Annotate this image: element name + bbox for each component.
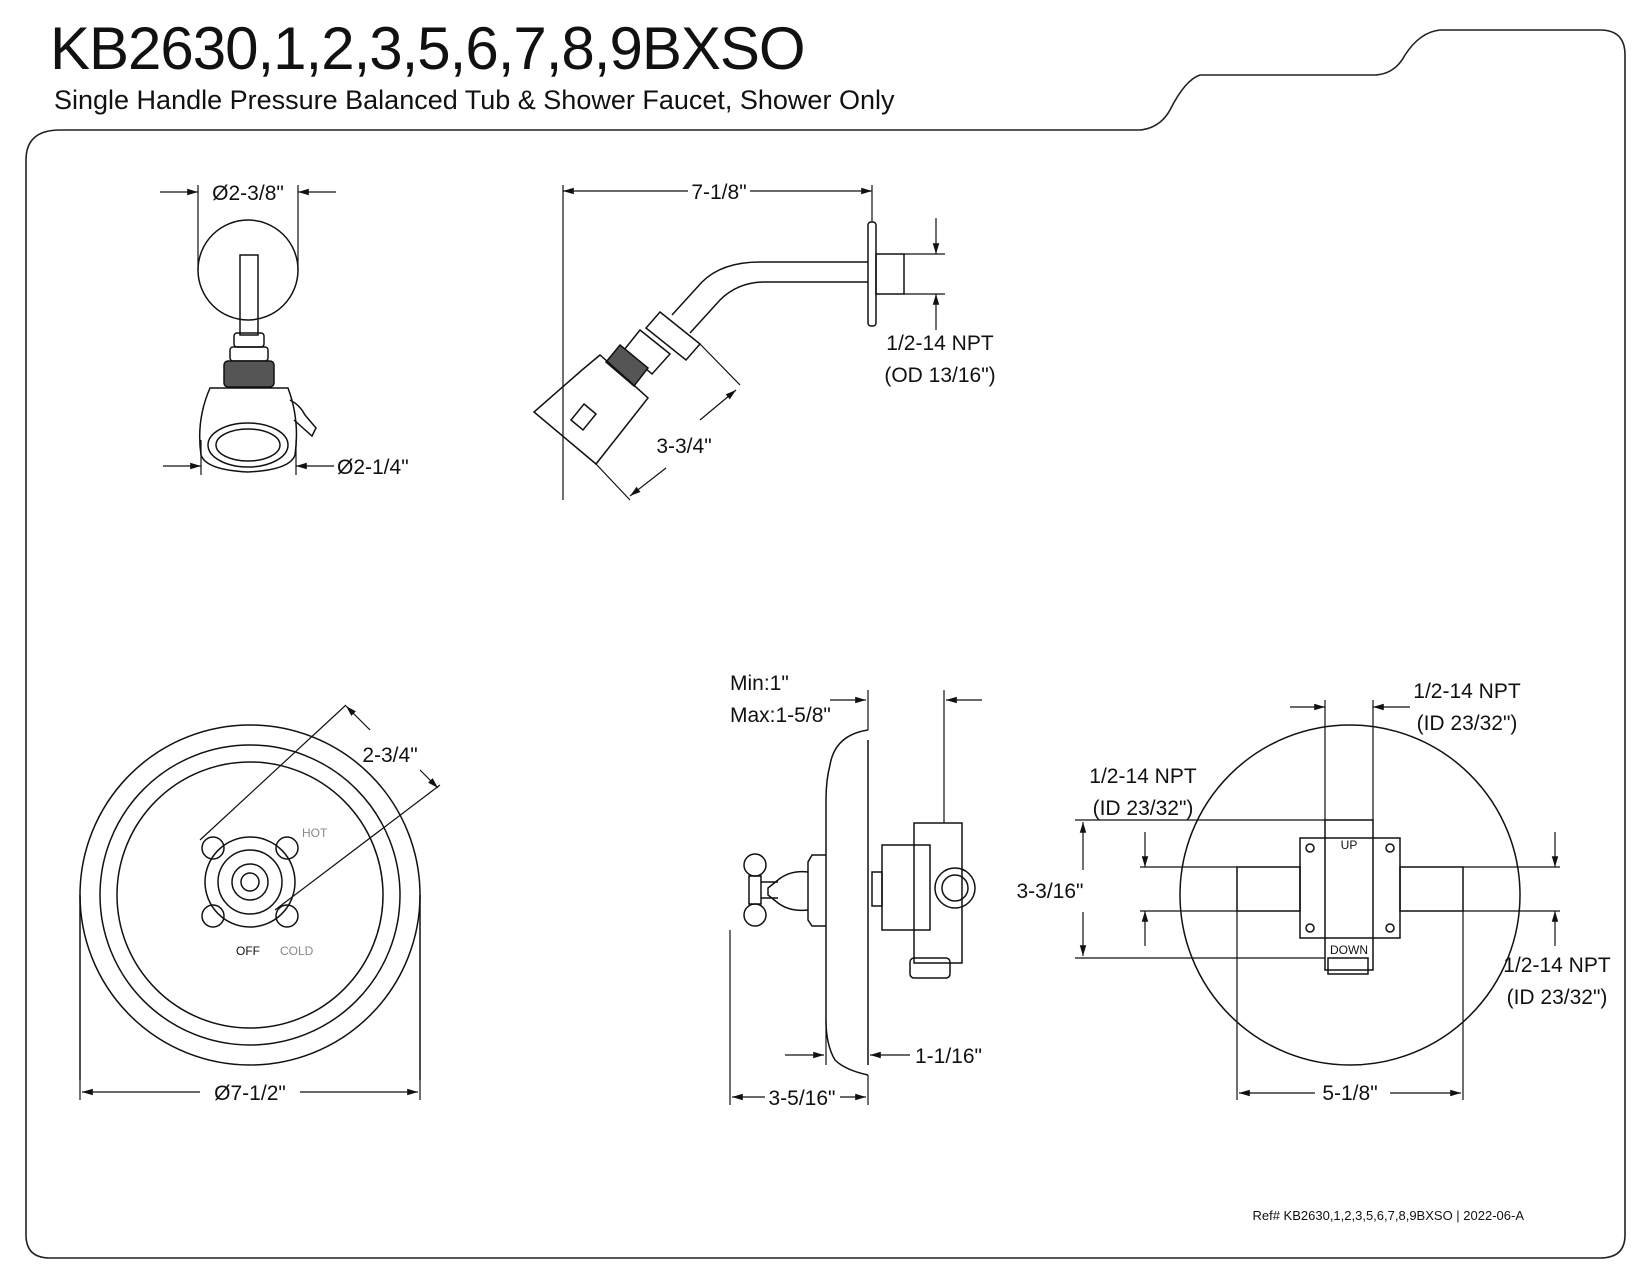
model-title: KB2630,1,2,3,5,6,7,8,9BXSO: [50, 15, 806, 82]
right-thread-id-label: (ID 23/32"): [1507, 986, 1608, 1009]
wall-max-label: Max:1-5/8": [730, 704, 831, 727]
left-thread-id-label: (ID 23/32"): [1093, 797, 1194, 820]
flange-diameter-label: Ø2-3/8": [212, 182, 284, 205]
down-marking: DOWN: [1330, 943, 1368, 957]
head-depth-label: 3-3/4": [656, 435, 711, 458]
top-thread-id-label: (ID 23/32"): [1417, 712, 1518, 735]
valve-rear-view: [1179, 724, 1521, 1066]
left-thread-label: 1/2-14 NPT: [1089, 765, 1197, 788]
up-marking: UP: [1341, 838, 1358, 852]
handle-span-label: 2-3/4": [362, 744, 417, 767]
product-description: Single Handle Pressure Balanced Tub & Sh…: [54, 85, 895, 115]
valve-side-view: [743, 729, 976, 1076]
cold-marking: COLD: [280, 944, 314, 958]
reference-number: Ref# KB2630,1,2,3,5,6,7,8,9BXSO | 2022-0…: [1252, 1208, 1524, 1223]
top-thread-label: 1/2-14 NPT: [1413, 680, 1521, 703]
showerhead-front-view: [197, 219, 317, 473]
right-thread-label: 1/2-14 NPT: [1503, 954, 1611, 977]
valve-width-label: 5-1/8": [1322, 1082, 1377, 1105]
arm-thread-od-label: (OD 13/16"): [884, 364, 995, 387]
handle-depth-label: 3-5/16": [769, 1087, 836, 1110]
reach-label: 7-1/8": [691, 181, 746, 204]
showerhead-side-view: [532, 221, 905, 466]
plate-offset-label: 1-1/16": [915, 1045, 982, 1068]
valve-height-label: 3-3/16": [1017, 880, 1084, 903]
sheet-border: [25, 29, 1626, 1259]
hot-marking: HOT: [302, 826, 328, 840]
off-marking: OFF: [236, 944, 260, 958]
arm-thread-label: 1/2-14 NPT: [886, 332, 994, 355]
wall-min-label: Min:1": [730, 672, 789, 695]
head-diameter-label: Ø2-1/4": [337, 456, 409, 479]
plate-diameter-label: Ø7-1/2": [214, 1082, 286, 1105]
valve-front-view: [79, 724, 421, 1080]
